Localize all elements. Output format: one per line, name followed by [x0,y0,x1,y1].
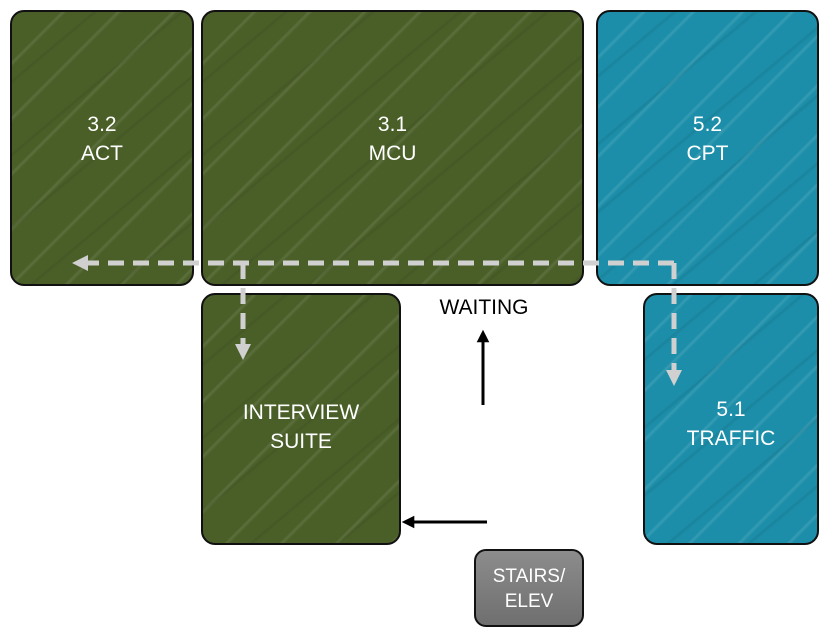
room-traffic-name: TRAFFIC [686,427,776,450]
room-mcu-number: 3.1 [377,113,408,136]
room-stairs-elevator: STAIRS/ ELEV [474,549,584,627]
room-act-number: 3.2 [87,113,117,136]
waiting-area-label: WAITING [439,296,529,319]
room-mcu: 3.1 MCU [201,10,584,286]
room-traffic: 5.1 TRAFFIC [643,293,819,545]
room-cpt-name: CPT [686,142,729,165]
room-traffic-number: 5.1 [716,398,746,421]
room-cpt-number: 5.2 [692,113,723,136]
room-interview-line2: SUITE [270,430,332,453]
room-act-name: ACT [81,142,123,165]
stairs-label-line1: STAIRS/ [492,566,566,587]
room-interview-line1: INTERVIEW [242,401,360,424]
room-cpt: 5.2 CPT [596,10,819,286]
room-interview-suite: INTERVIEW SUITE [201,293,401,545]
room-mcu-name: MCU [368,142,417,165]
stairs-label-line2: ELEV [504,591,554,612]
room-act: 3.2 ACT [10,10,194,286]
